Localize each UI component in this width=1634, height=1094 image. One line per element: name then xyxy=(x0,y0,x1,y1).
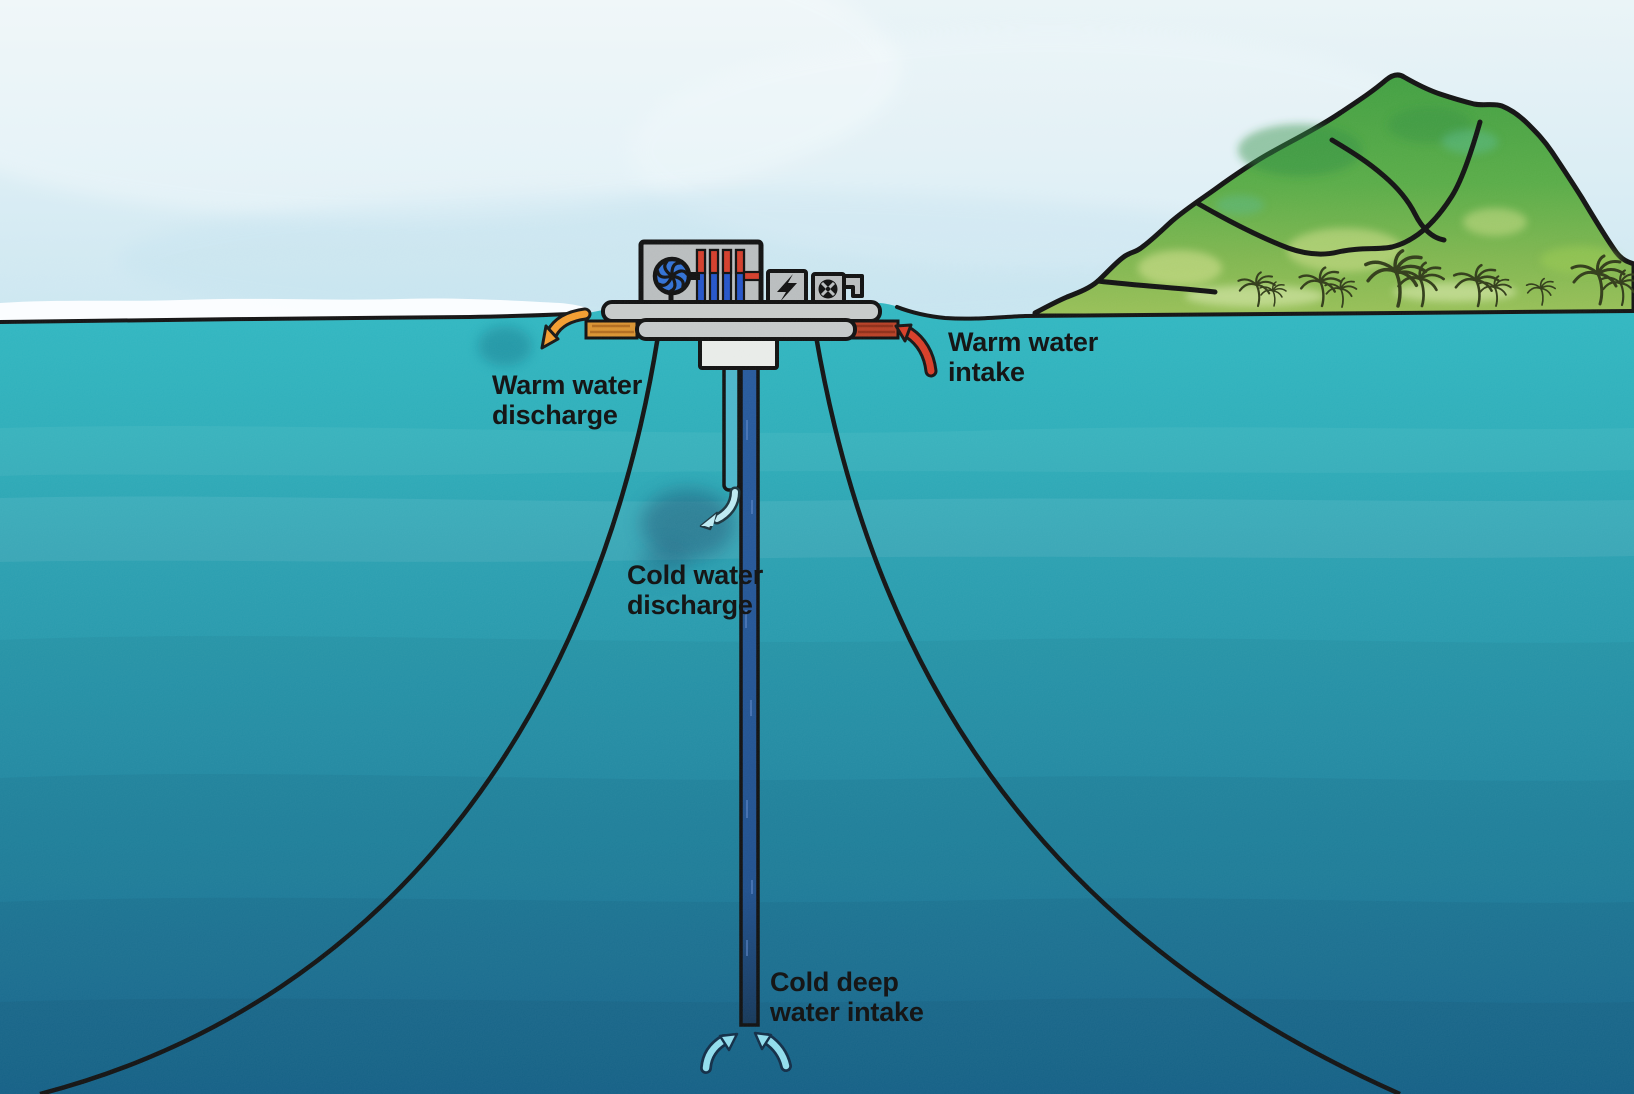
label-line: water intake xyxy=(770,997,924,1027)
label-cold-deep-water-intake: Cold deep water intake xyxy=(770,967,924,1027)
label-warm-water-intake: Warm water intake xyxy=(948,327,1098,387)
label-warm-water-discharge: Warm water discharge xyxy=(492,370,642,430)
label-cold-water-discharge: Cold water discharge xyxy=(627,560,763,620)
label-line: Cold deep xyxy=(770,967,899,997)
label-line: Warm water xyxy=(492,370,643,400)
label-line: Cold water xyxy=(627,560,764,590)
label-line: discharge xyxy=(627,590,753,620)
label-line: intake xyxy=(948,357,1025,387)
label-line: discharge xyxy=(492,400,618,430)
label-line: Warm water xyxy=(948,327,1099,357)
